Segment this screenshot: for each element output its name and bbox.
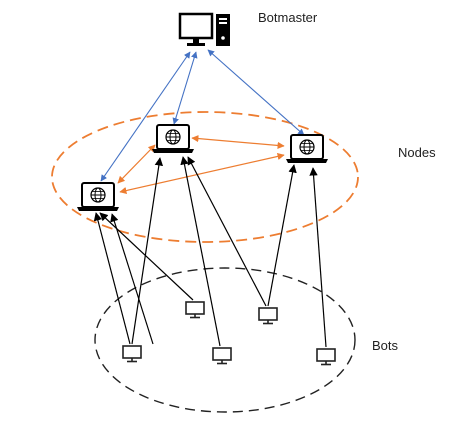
monitor-icon [258, 307, 278, 325]
bots-boundary [94, 267, 356, 413]
laptop-globe-icon [151, 124, 195, 154]
botmaster-link-node-right [207, 49, 305, 136]
peer-links [117, 134, 285, 195]
bot-link-4b [267, 164, 297, 307]
nodes-boundary [51, 111, 359, 243]
botmaster-link-node-center [172, 51, 198, 125]
laptop-globe-icon [76, 182, 120, 212]
botmaster-links [100, 49, 305, 182]
botmaster-label: Botmaster [258, 10, 318, 25]
bot-link-2a [99, 212, 194, 301]
bot-links [93, 156, 327, 348]
bot-link-3 [180, 156, 221, 347]
bot-link-4a [187, 156, 267, 307]
monitor-icon [122, 345, 142, 363]
bots-label: Bots [372, 338, 399, 353]
monitor-icon [212, 347, 232, 365]
peer-link-left-right [119, 152, 285, 195]
monitor-icon [316, 348, 336, 366]
bot-link-5 [309, 167, 327, 348]
peer-link-left-center [117, 144, 156, 184]
peer-link-center-right [191, 134, 285, 150]
bot-link-1b [131, 157, 164, 345]
desktop-computer-icon [178, 12, 230, 46]
laptop-globe-icon [285, 134, 329, 164]
monitor-icon [185, 301, 205, 319]
nodes-label: Nodes [398, 145, 436, 160]
bot-link-1a [93, 212, 131, 345]
bot-link-2b [110, 213, 154, 345]
